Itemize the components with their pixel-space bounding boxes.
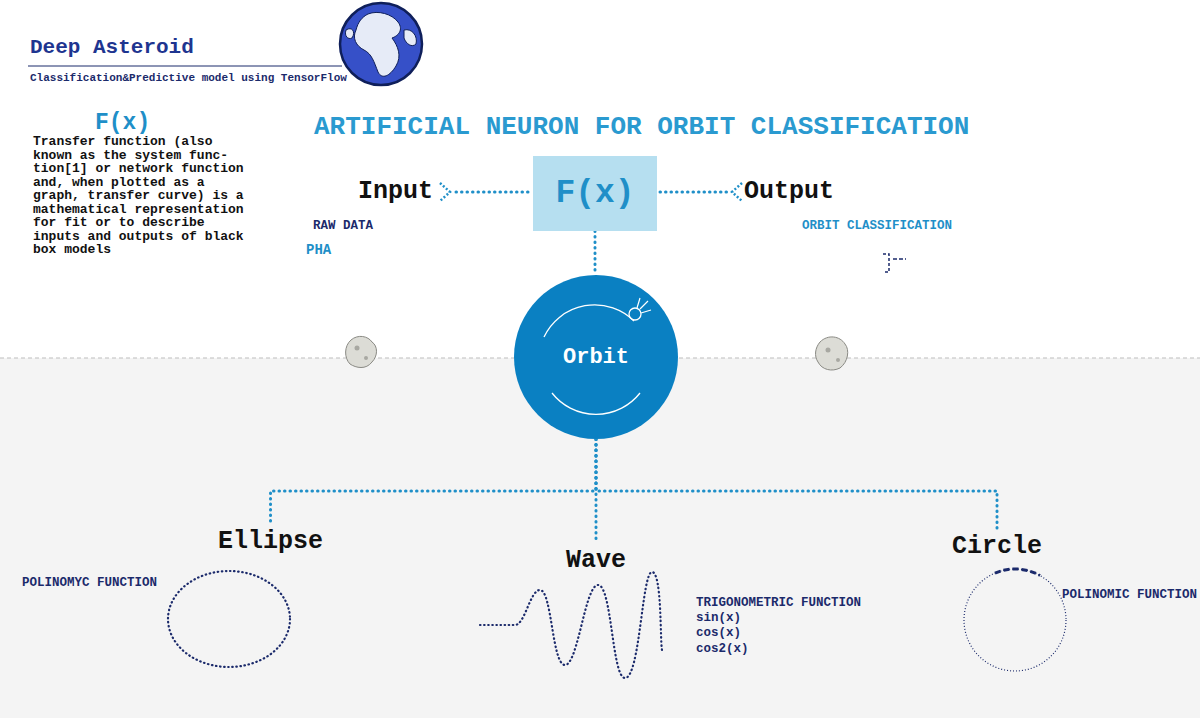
box-label: F(x) [555, 175, 634, 212]
function-note: sin(x) [696, 611, 741, 625]
orbit-circle: Orbit [514, 275, 678, 439]
asteroid-crater [355, 346, 360, 351]
output-dash [893, 258, 906, 260]
function-note: cos2(x) [696, 642, 749, 656]
circle-marker [995, 569, 1040, 576]
dotted-connector [596, 439, 997, 528]
page-title: Deep Asteroid [30, 36, 194, 59]
transfer-box: F(x) [533, 156, 657, 231]
asteroid-crater [826, 348, 831, 353]
input-chevron [440, 183, 450, 201]
title-rule [28, 66, 342, 67]
asteroid-crater [836, 358, 840, 362]
globe-continent [345, 29, 353, 39]
dotted-connector [271, 439, 596, 523]
function-note: cos(x) [696, 626, 741, 640]
wave-curve [480, 572, 662, 678]
shape-heading: Wave [566, 546, 626, 575]
side-heading: F(x) [95, 110, 150, 136]
section-heading: ARTIFICIAL NEURON FOR ORBIT CLASSIFICATI… [314, 112, 969, 142]
satellite-rays [637, 298, 651, 313]
asteroid-icon [346, 336, 377, 367]
wave-shape: WaveTRIGONOMETRIC FUNCTIONsin(x)cos(x)co… [470, 540, 670, 685]
circle-outline [964, 569, 1066, 671]
globe-continent [354, 12, 400, 76]
function-note: TRIGONOMETRIC FUNCTION [696, 596, 861, 610]
circle-label: Orbit [563, 345, 629, 370]
dotted-connector [594, 231, 597, 275]
orbit-arc [544, 305, 634, 337]
globe-icon [340, 3, 422, 85]
output-chevron [732, 183, 742, 201]
asteroid-crater [364, 356, 368, 360]
function-note: POLINOMIC FUNCTION [1062, 588, 1197, 602]
circle-shape: CirclePOLINOMIC FUNCTION [935, 528, 1075, 678]
shape-heading: Ellipse [218, 527, 323, 556]
asteroid-icon [816, 337, 848, 370]
ellipse-outline [168, 571, 290, 667]
subtitle: Classification&Predictive model using Te… [30, 72, 347, 84]
side-note: Transfer function (also known as the sys… [33, 135, 247, 257]
input-line [456, 191, 531, 194]
input-detail: PHA [306, 242, 331, 258]
shape-heading: Circle [952, 532, 1042, 561]
output-label: Output [744, 177, 834, 206]
output-line [660, 191, 728, 194]
orbit-arc [552, 393, 640, 414]
input-label: Input [358, 177, 433, 206]
ellipse-shape: EllipsePOLINOMYC FUNCTION [160, 525, 320, 675]
input-detail: RAW DATA [313, 219, 373, 233]
function-note: POLINOMYC FUNCTION [22, 576, 157, 590]
output-detail: ORBIT CLASSIFICATION [802, 219, 952, 233]
globe-continent [404, 30, 416, 46]
output-bracket [883, 254, 889, 272]
satellite-icon [629, 308, 641, 320]
box-fill [533, 156, 657, 231]
orbit-fill [514, 275, 678, 439]
